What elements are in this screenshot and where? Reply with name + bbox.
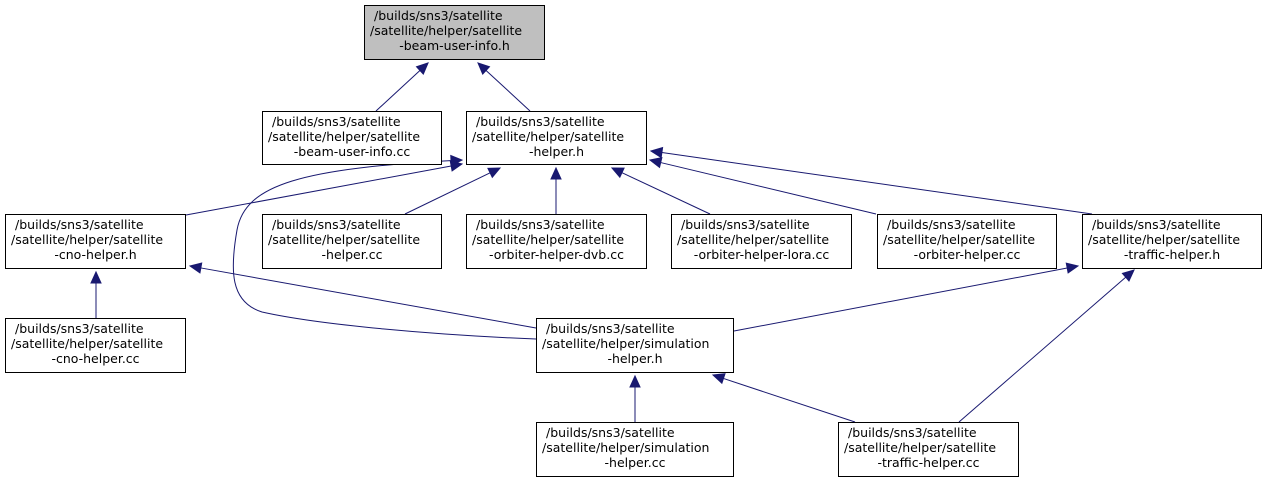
edge-line bbox=[232, 159, 537, 340]
node-label-line: /satellite/helper/satellite bbox=[11, 232, 164, 247]
edge-line bbox=[660, 162, 877, 215]
graph-node[interactable]: /builds/sns3/satellite/satellite/helper/… bbox=[466, 111, 647, 165]
node-label-line: -orbiter-helper.cc bbox=[913, 247, 1021, 262]
edge-n9-to-n3 bbox=[90, 270, 102, 318]
node-label-line: -traffic-helper.cc bbox=[877, 455, 980, 470]
edge-n11-to-n10 bbox=[629, 374, 641, 422]
node-label-line: /builds/sns3/satellite bbox=[272, 114, 401, 129]
node-label-line: -orbiter-helper-dvb.cc bbox=[489, 247, 624, 262]
graph-node[interactable]: /builds/sns3/satellite/satellite/helper/… bbox=[877, 214, 1057, 269]
edge-n1-to-n0 bbox=[375, 62, 429, 112]
arrowhead-icon bbox=[610, 167, 625, 179]
arrowhead-icon bbox=[711, 373, 726, 385]
node-label-line: /satellite/helper/satellite bbox=[1088, 232, 1241, 247]
edge-line bbox=[485, 70, 531, 112]
graph-node[interactable]: /builds/sns3/satellite/satellite/helper/… bbox=[262, 214, 442, 269]
node-label-line: /builds/sns3/satellite bbox=[887, 217, 1016, 232]
node-label-line: /builds/sns3/satellite bbox=[374, 8, 503, 23]
node-label-line: /builds/sns3/satellite bbox=[272, 217, 401, 232]
node-label-line: /builds/sns3/satellite bbox=[15, 321, 144, 336]
graph-node[interactable]: /builds/sns3/satellite/satellite/helper/… bbox=[5, 318, 186, 373]
graph-node[interactable]: /builds/sns3/satellite/satellite/helper/… bbox=[536, 422, 734, 477]
node-label-line: /builds/sns3/satellite bbox=[681, 217, 810, 232]
node-label-line: /satellite/helper/satellite bbox=[268, 232, 421, 247]
edge-line bbox=[185, 165, 452, 216]
arrowhead-icon bbox=[550, 166, 562, 180]
edge-n5-to-n2 bbox=[550, 166, 562, 214]
edge-n12-to-n8 bbox=[958, 269, 1135, 423]
arrowhead-icon bbox=[1121, 269, 1135, 282]
node-label-line: -beam-user-info.h bbox=[399, 38, 510, 53]
graph-node[interactable]: /builds/sns3/satellite/satellite/helper/… bbox=[536, 318, 734, 373]
edge-line bbox=[733, 267, 1068, 332]
arrowhead-icon bbox=[90, 270, 102, 284]
arrowhead-icon bbox=[450, 154, 464, 167]
arrowhead-icon bbox=[629, 374, 641, 388]
graph-node[interactable]: /builds/sns3/satellite/satellite/helper/… bbox=[5, 214, 186, 269]
edge-n10-to-n8 bbox=[733, 262, 1080, 332]
node-label-line: /builds/sns3/satellite bbox=[15, 217, 144, 232]
edge-line bbox=[621, 172, 711, 215]
node-label-line: /satellite/helper/satellite bbox=[677, 232, 830, 247]
edge-n10-to-n2 bbox=[232, 154, 537, 340]
graph-node-root: /builds/sns3/satellite/satellite/helper/… bbox=[364, 5, 545, 60]
node-label-line: /builds/sns3/satellite bbox=[848, 425, 977, 440]
edge-n6-to-n2 bbox=[610, 167, 711, 215]
edge-line bbox=[375, 70, 421, 112]
arrowhead-icon bbox=[1065, 262, 1080, 274]
node-label-line: /satellite/helper/satellite bbox=[883, 232, 1036, 247]
graph-node[interactable]: /builds/sns3/satellite/satellite/helper/… bbox=[466, 214, 647, 269]
graph-node[interactable]: /builds/sns3/satellite/satellite/helper/… bbox=[671, 214, 852, 269]
node-label-line: /builds/sns3/satellite bbox=[476, 217, 605, 232]
node-label-line: /satellite/helper/satellite bbox=[472, 232, 625, 247]
node-label-line: /builds/sns3/satellite bbox=[546, 425, 675, 440]
graph-node[interactable]: /builds/sns3/satellite/satellite/helper/… bbox=[1082, 214, 1262, 269]
edge-line bbox=[723, 377, 856, 423]
graph-node[interactable]: /builds/sns3/satellite/satellite/helper/… bbox=[262, 111, 442, 165]
arrowhead-icon bbox=[487, 167, 502, 179]
node-label-line: /builds/sns3/satellite bbox=[476, 114, 605, 129]
node-label-line: -helper.cc bbox=[321, 247, 383, 262]
node-label-line: -cno-helper.h bbox=[54, 247, 137, 262]
edge-n7-to-n2 bbox=[648, 157, 877, 215]
node-label-line: /builds/sns3/satellite bbox=[546, 321, 675, 336]
node-label-line: /builds/sns3/satellite bbox=[1092, 217, 1221, 232]
edge-n12-to-n10 bbox=[711, 373, 856, 423]
arrowhead-icon bbox=[649, 146, 664, 159]
node-label-line: /satellite/helper/satellite bbox=[844, 440, 997, 455]
arrowhead-icon bbox=[415, 62, 429, 76]
edge-line bbox=[200, 267, 537, 329]
node-label-line: -helper.cc bbox=[604, 455, 666, 470]
node-label-line: /satellite/helper/simulation bbox=[542, 336, 710, 351]
edge-n4-to-n2 bbox=[404, 167, 502, 215]
node-label-line: -helper.h bbox=[528, 144, 585, 159]
edge-n8-to-n2 bbox=[649, 146, 1093, 215]
graph-node[interactable]: /builds/sns3/satellite/satellite/helper/… bbox=[838, 422, 1019, 477]
node-label-line: -traffic-helper.h bbox=[1123, 247, 1221, 262]
node-label-line: /satellite/helper/satellite bbox=[370, 23, 523, 38]
node-label-line: /satellite/helper/simulation bbox=[542, 440, 710, 455]
arrowhead-icon bbox=[648, 157, 663, 169]
node-label-line: -orbiter-helper-lora.cc bbox=[693, 247, 830, 262]
edge-n2-to-n0 bbox=[477, 62, 531, 112]
edge-line bbox=[661, 152, 1093, 215]
node-label-line: /satellite/helper/satellite bbox=[472, 129, 625, 144]
arrowhead-icon bbox=[188, 262, 203, 274]
arrowhead-icon bbox=[477, 62, 491, 76]
node-label-line: -helper.h bbox=[607, 351, 663, 366]
node-label-line: /satellite/helper/satellite bbox=[268, 129, 421, 144]
edge-line bbox=[404, 172, 491, 215]
node-label-line: /satellite/helper/satellite bbox=[11, 336, 164, 351]
node-label-line: -beam-user-info.cc bbox=[293, 144, 411, 159]
node-label-line: -cno-helper.cc bbox=[51, 351, 140, 366]
edge-n10-to-n3 bbox=[188, 262, 537, 329]
edge-line bbox=[958, 276, 1127, 423]
